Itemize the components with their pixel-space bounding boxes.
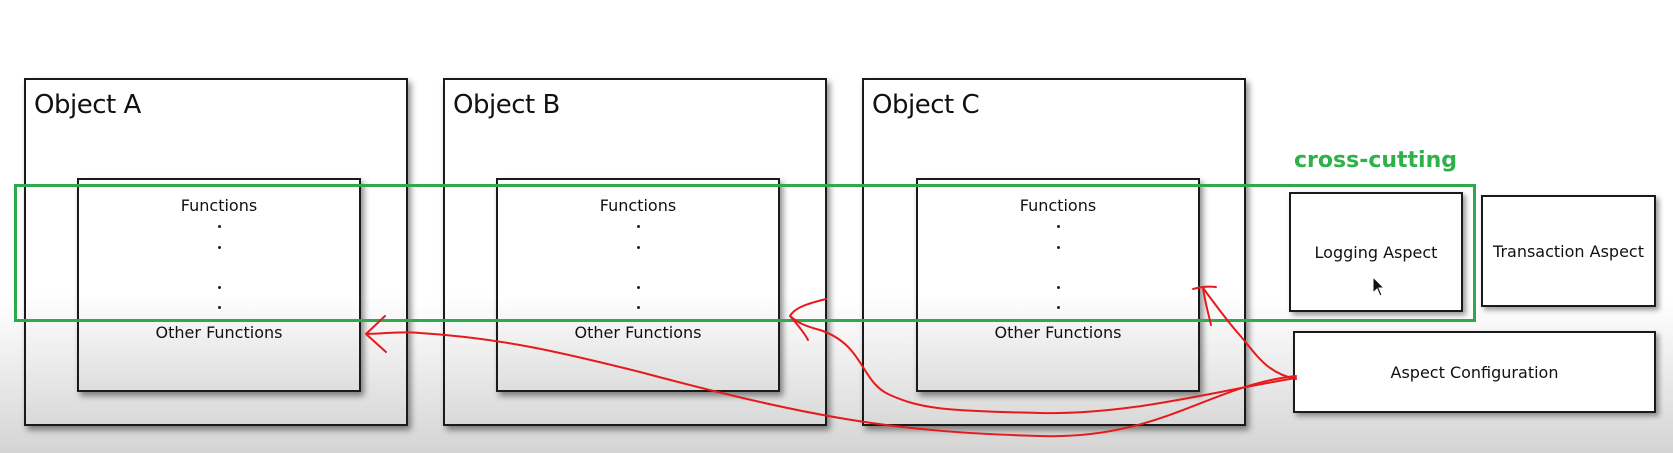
- ellipsis-dot: [637, 286, 640, 289]
- ellipsis-dot: [1057, 246, 1060, 249]
- aspect-configuration-box: Aspect Configuration: [1293, 331, 1656, 413]
- ellipsis-dot: [218, 286, 221, 289]
- ellipsis-dot: [1057, 286, 1060, 289]
- ellipsis-dot: [218, 246, 221, 249]
- object-b-title: Object B: [453, 90, 560, 120]
- object-b-box: Object B Functions Other Functions: [443, 78, 827, 426]
- object-a-functions-label: Functions: [180, 196, 258, 215]
- mouse-cursor-icon: [1372, 276, 1386, 297]
- arrow-to-object-a: [365, 331, 1297, 438]
- object-a-functions-box: Functions Other Functions: [77, 178, 361, 392]
- cross-cutting-highlight: [14, 184, 1476, 322]
- cross-cutting-label: cross-cutting: [1294, 148, 1458, 173]
- object-b-other-functions-label: Other Functions: [574, 323, 702, 342]
- object-c-title: Object C: [872, 90, 980, 120]
- ellipsis-dot: [637, 306, 640, 309]
- object-a-title: Object A: [34, 90, 141, 120]
- object-c-functions-label: Functions: [1019, 196, 1097, 215]
- object-c-box: Object C Functions Other Functions: [862, 78, 1246, 426]
- object-c-other-functions-label: Other Functions: [994, 323, 1122, 342]
- object-b-functions-label: Functions: [599, 196, 677, 215]
- ellipsis-dot: [637, 246, 640, 249]
- object-c-functions-box: Functions Other Functions: [916, 178, 1200, 392]
- object-a-box: Object A Functions Other Functions: [24, 78, 408, 426]
- ellipsis-dot: [637, 225, 640, 228]
- arrow-to-object-c: [1202, 287, 1297, 380]
- arrow-to-object-b: [789, 315, 1297, 415]
- object-a-other-functions-label: Other Functions: [155, 323, 283, 342]
- transaction-aspect-box: Transaction Aspect: [1481, 195, 1656, 307]
- ellipsis-dot: [218, 225, 221, 228]
- arrowhead-object-b: [789, 298, 827, 341]
- arrowhead-object-c: [1192, 285, 1217, 326]
- arrowhead-object-a: [365, 315, 387, 353]
- ellipsis-dot: [218, 306, 221, 309]
- object-b-functions-box: Functions Other Functions: [496, 178, 780, 392]
- ellipsis-dot: [1057, 306, 1060, 309]
- logging-aspect-box: Logging Aspect: [1289, 192, 1463, 312]
- ellipsis-dot: [1057, 225, 1060, 228]
